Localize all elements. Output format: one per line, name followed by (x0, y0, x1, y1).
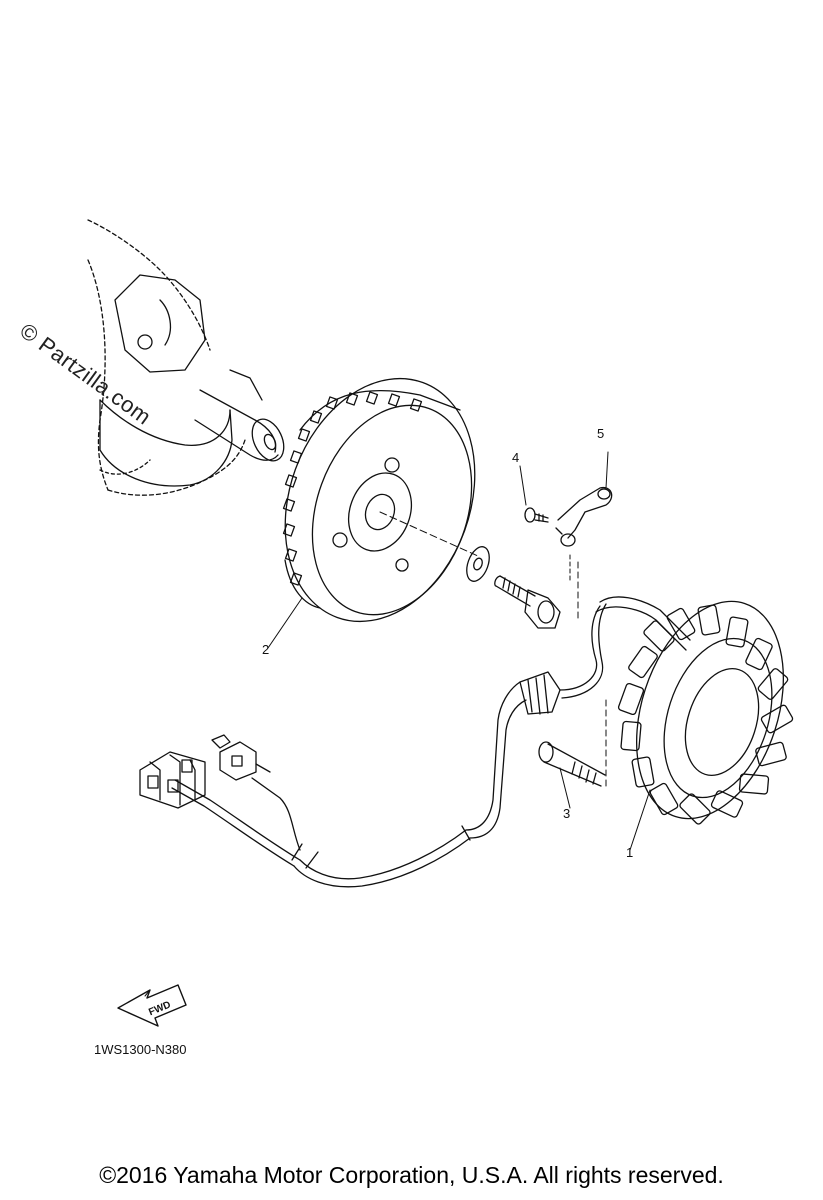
callout-5: 5 (597, 426, 605, 441)
callout-4: 4 (512, 450, 520, 465)
small-screw (524, 507, 549, 523)
stator-coil (595, 596, 794, 825)
callout-leaders (267, 451, 651, 851)
diagram-code: 1WS1300-N380 (94, 1042, 187, 1057)
shaft-center-line (379, 511, 479, 557)
wiring-harness (139, 603, 607, 888)
fwd-arrow-icon: FWD (117, 984, 187, 1027)
callout-1: 1 (626, 845, 634, 860)
washer (466, 546, 490, 582)
callout-3: 3 (563, 806, 571, 821)
rotor-bolt (494, 575, 561, 629)
callout-2: 2 (262, 642, 270, 657)
copyright-notice: ©2016 Yamaha Motor Corporation, U.S.A. A… (99, 1162, 724, 1188)
stator-bolt (538, 741, 606, 787)
crankshaft-illustration (87, 219, 285, 496)
flywheel-rotor (282, 377, 476, 623)
wire-clamp-bracket (555, 486, 613, 547)
